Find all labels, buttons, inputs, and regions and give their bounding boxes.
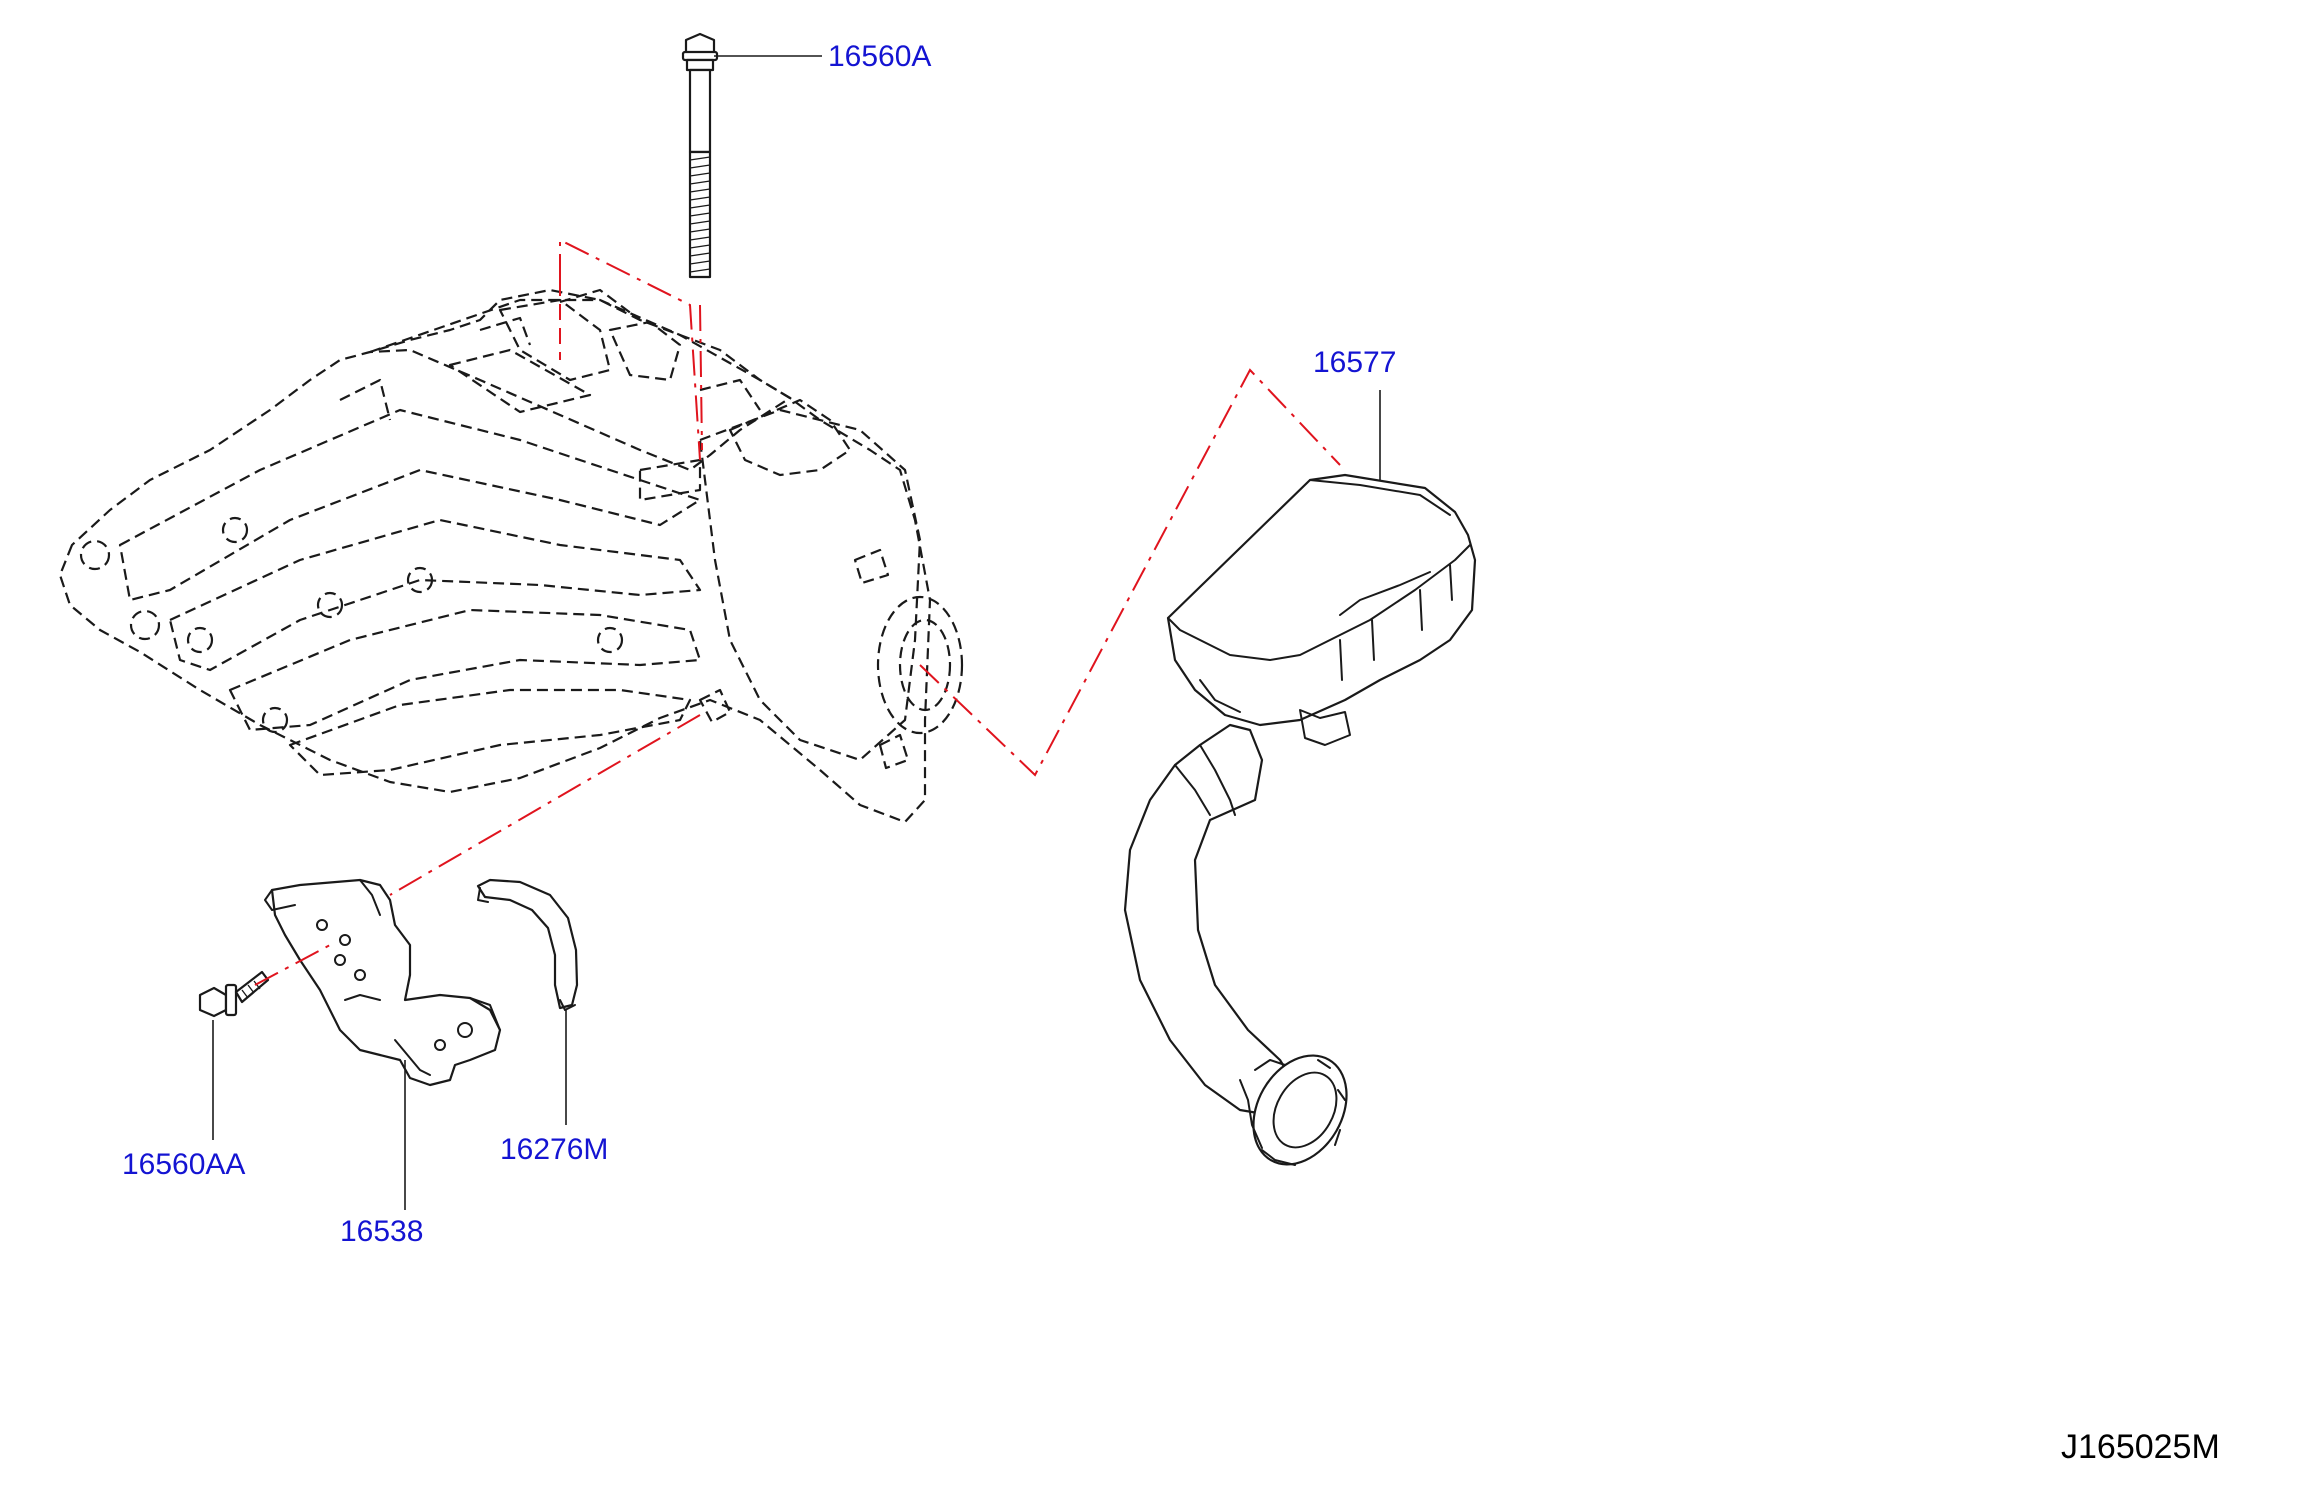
part-label-16560AA: 16560AA: [122, 1148, 246, 1181]
part-label-16577: 16577: [1313, 346, 1397, 379]
short-bolt-16560AA: [198, 970, 270, 1018]
label-leader-lines: [212, 55, 1381, 1210]
bracket-16538: [264, 878, 502, 1087]
diagram-code: J165025M: [2061, 1428, 2220, 1466]
part-label-16276M: 16276M: [500, 1133, 609, 1166]
intake-manifold-phantom: [58, 288, 964, 824]
part-label-16538: 16538: [340, 1215, 424, 1248]
clip-16276M: [476, 878, 579, 1011]
assembly-reference-lines: [254, 238, 1341, 986]
long-bolt-16560A: [681, 32, 719, 279]
part-label-16560A: 16560A: [828, 40, 932, 73]
air-duct-16577: [1123, 473, 1477, 1166]
bolt-threads: [689, 156, 711, 273]
